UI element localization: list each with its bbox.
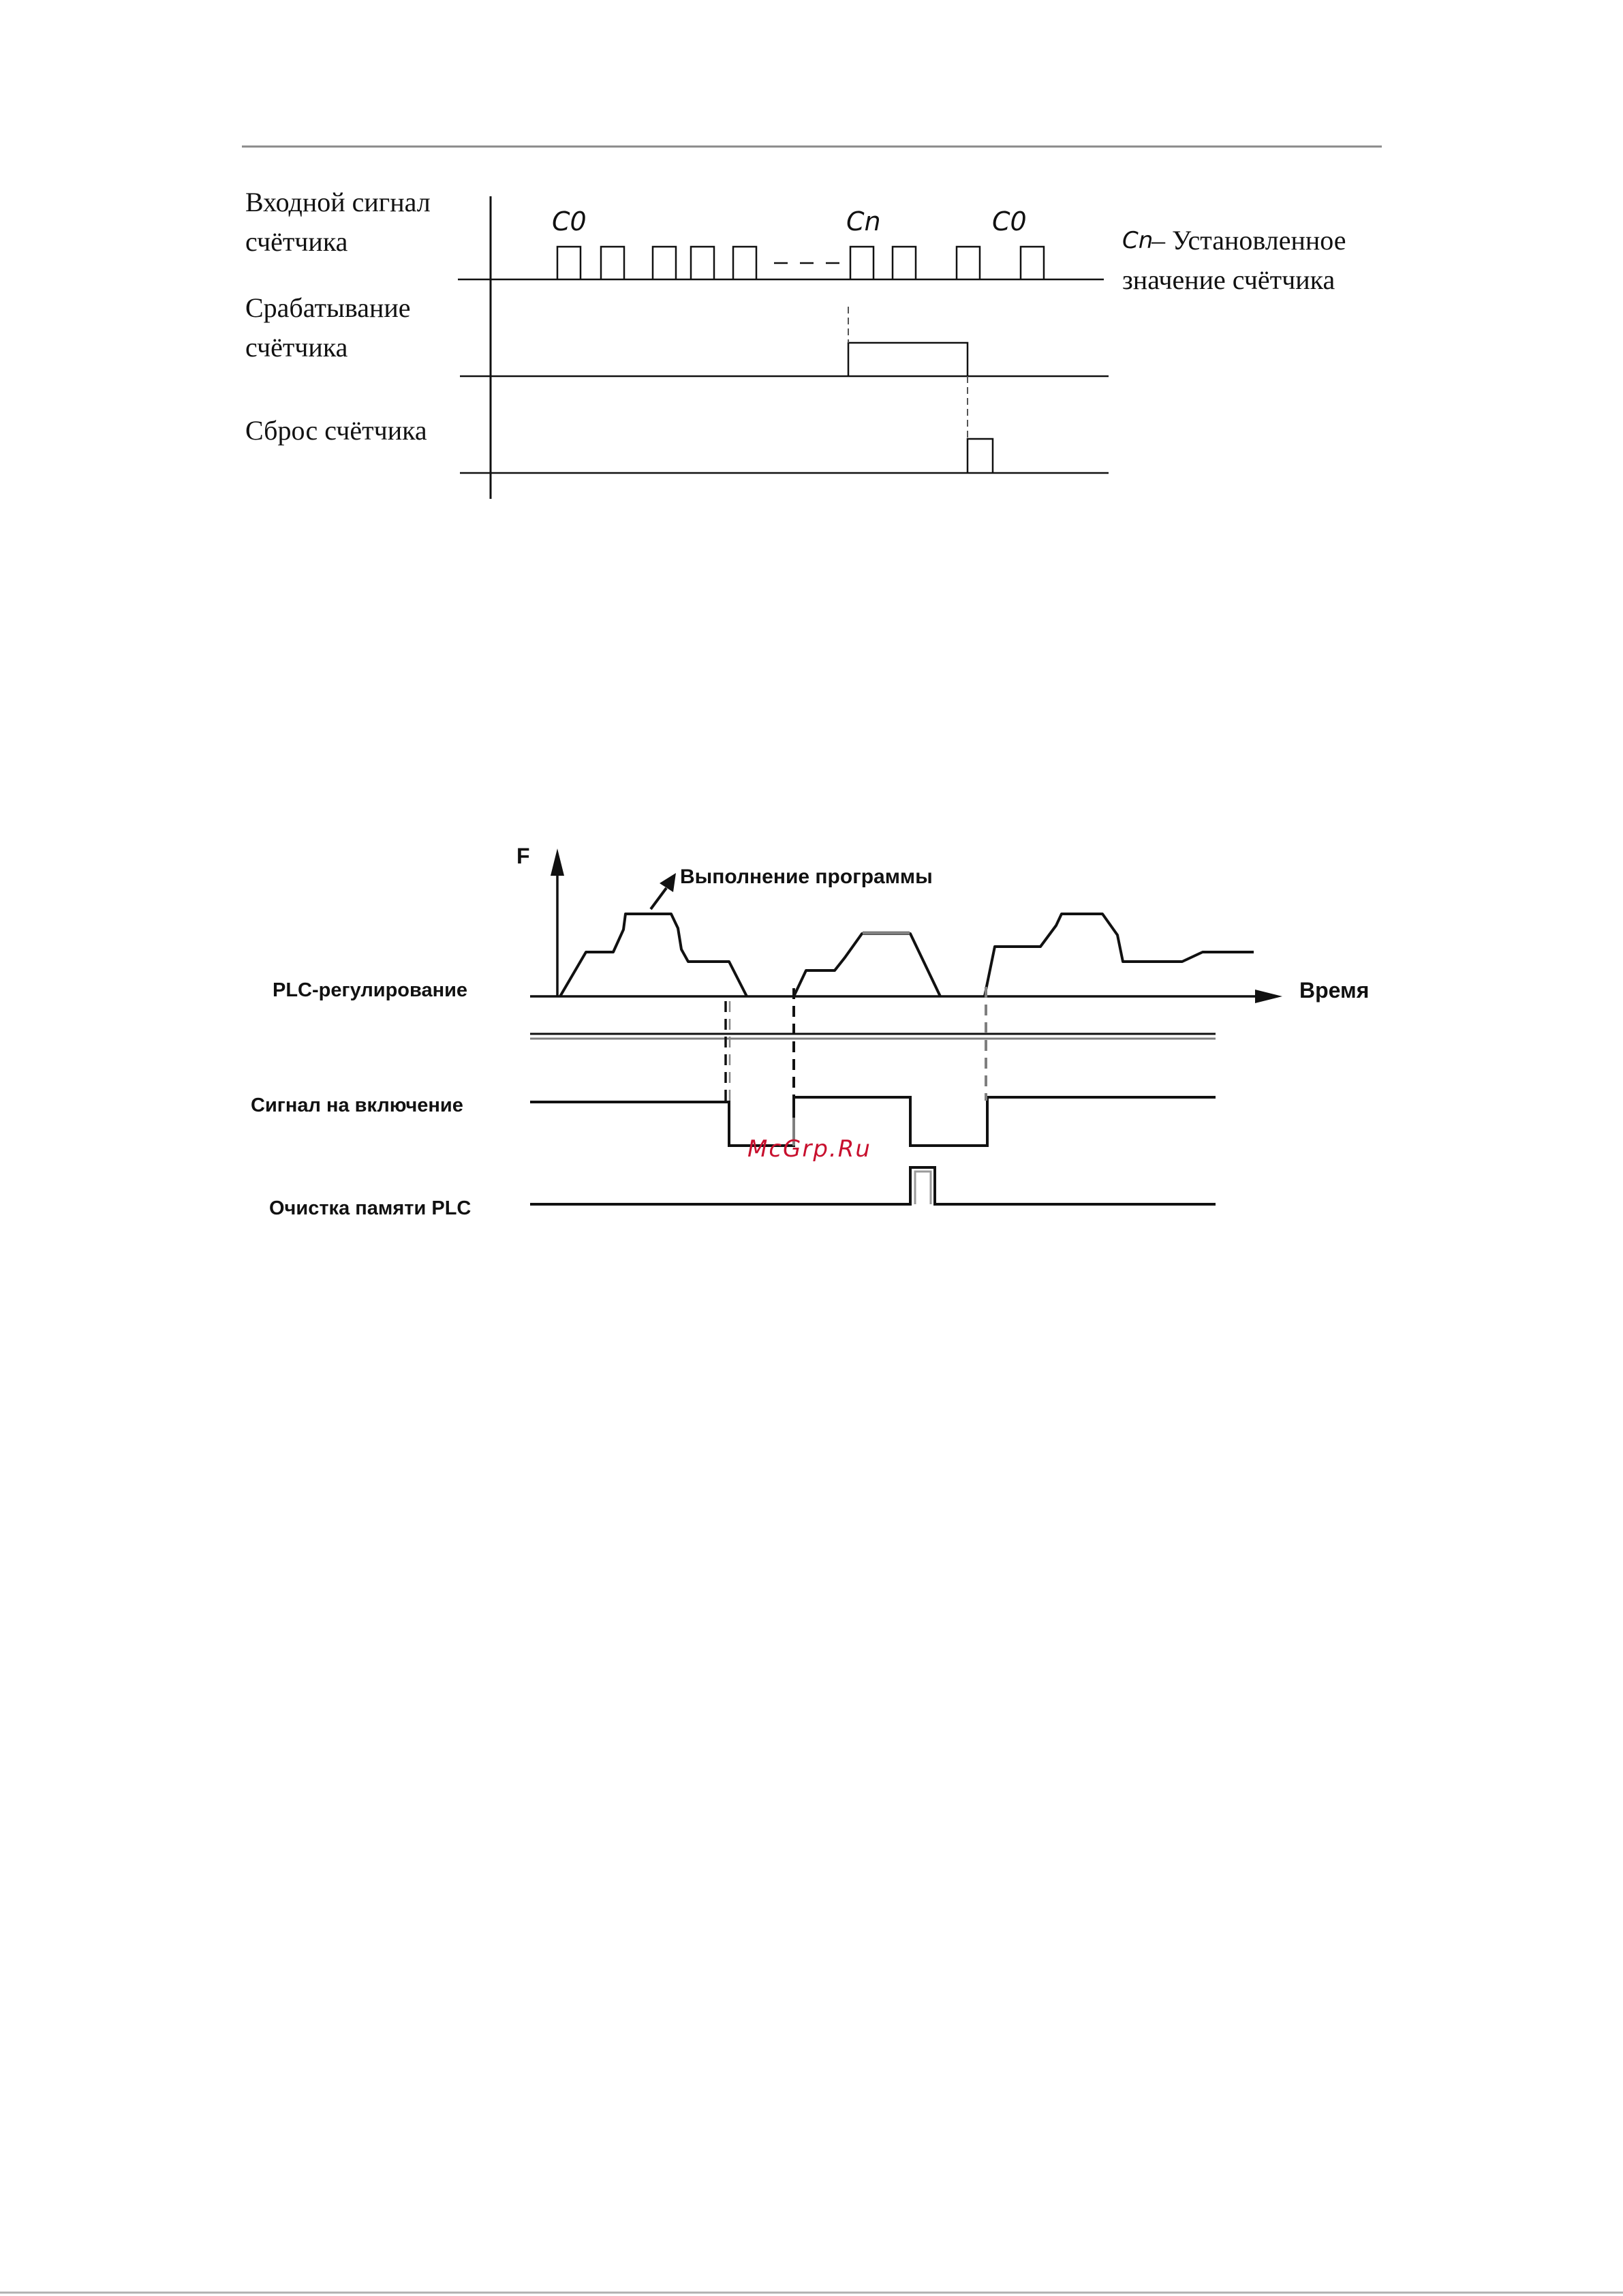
mark-cn: Cn <box>846 206 881 236</box>
enable-signal <box>530 1097 1216 1146</box>
row-label-plc: PLC-регулирование <box>273 979 467 1001</box>
input-pulse <box>957 247 980 279</box>
y-axis-label: F <box>516 844 530 868</box>
annotation-arrowhead <box>660 873 676 892</box>
watermark: McGrp.Ru <box>747 1135 871 1163</box>
trigger-pulse <box>848 343 968 376</box>
row-label-input-line1: Входной сигнал <box>245 187 431 217</box>
frequency-segment-2 <box>794 934 940 996</box>
row-label-reset: Сброс счётчика <box>245 415 427 446</box>
row-label-trigger-line2: счётчика <box>245 332 348 363</box>
mark-c0-second: C0 <box>992 206 1027 236</box>
legend-text-line2: значение счётчика <box>1122 264 1335 295</box>
row-label-enable: Сигнал на включение <box>251 1095 463 1116</box>
x-axis-label: Время <box>1299 978 1369 1002</box>
reset-pulse <box>968 439 993 473</box>
annotation-program-execution: Выполнение программы <box>680 866 933 888</box>
input-pulse <box>601 247 624 279</box>
plc-timing-diagram: F Время Выполнение программы PLC-регулир… <box>251 844 1369 1219</box>
row-label-clear: Очистка памяти PLC <box>269 1197 471 1219</box>
clear-memory-signal <box>530 1167 1216 1204</box>
input-pulse <box>653 247 676 279</box>
frequency-segment-1 <box>560 914 747 996</box>
row-label-trigger-line1: Срабатывание <box>245 292 411 323</box>
mark-c0-first: C0 <box>552 206 587 236</box>
clear-memory-signal-shadow <box>915 1172 931 1204</box>
input-pulse <box>691 247 714 279</box>
plc-y-axis-arrowhead <box>551 848 564 876</box>
legend-text-line1: – Установленное <box>1151 225 1346 256</box>
plc-x-axis-arrowhead <box>1255 990 1282 1003</box>
row-label-input-line2: счётчика <box>245 226 348 257</box>
counter-timing-diagram: Входной сигнал счётчика Срабатывание счё… <box>245 187 1346 499</box>
input-pulse <box>1021 247 1044 279</box>
input-pulse <box>733 247 756 279</box>
legend-symbol: Cn <box>1122 227 1153 254</box>
input-pulse <box>557 247 581 279</box>
input-pulse <box>893 247 916 279</box>
annotation-arrow <box>651 888 666 909</box>
frequency-segment-3 <box>985 914 1254 996</box>
input-pulse <box>850 247 874 279</box>
